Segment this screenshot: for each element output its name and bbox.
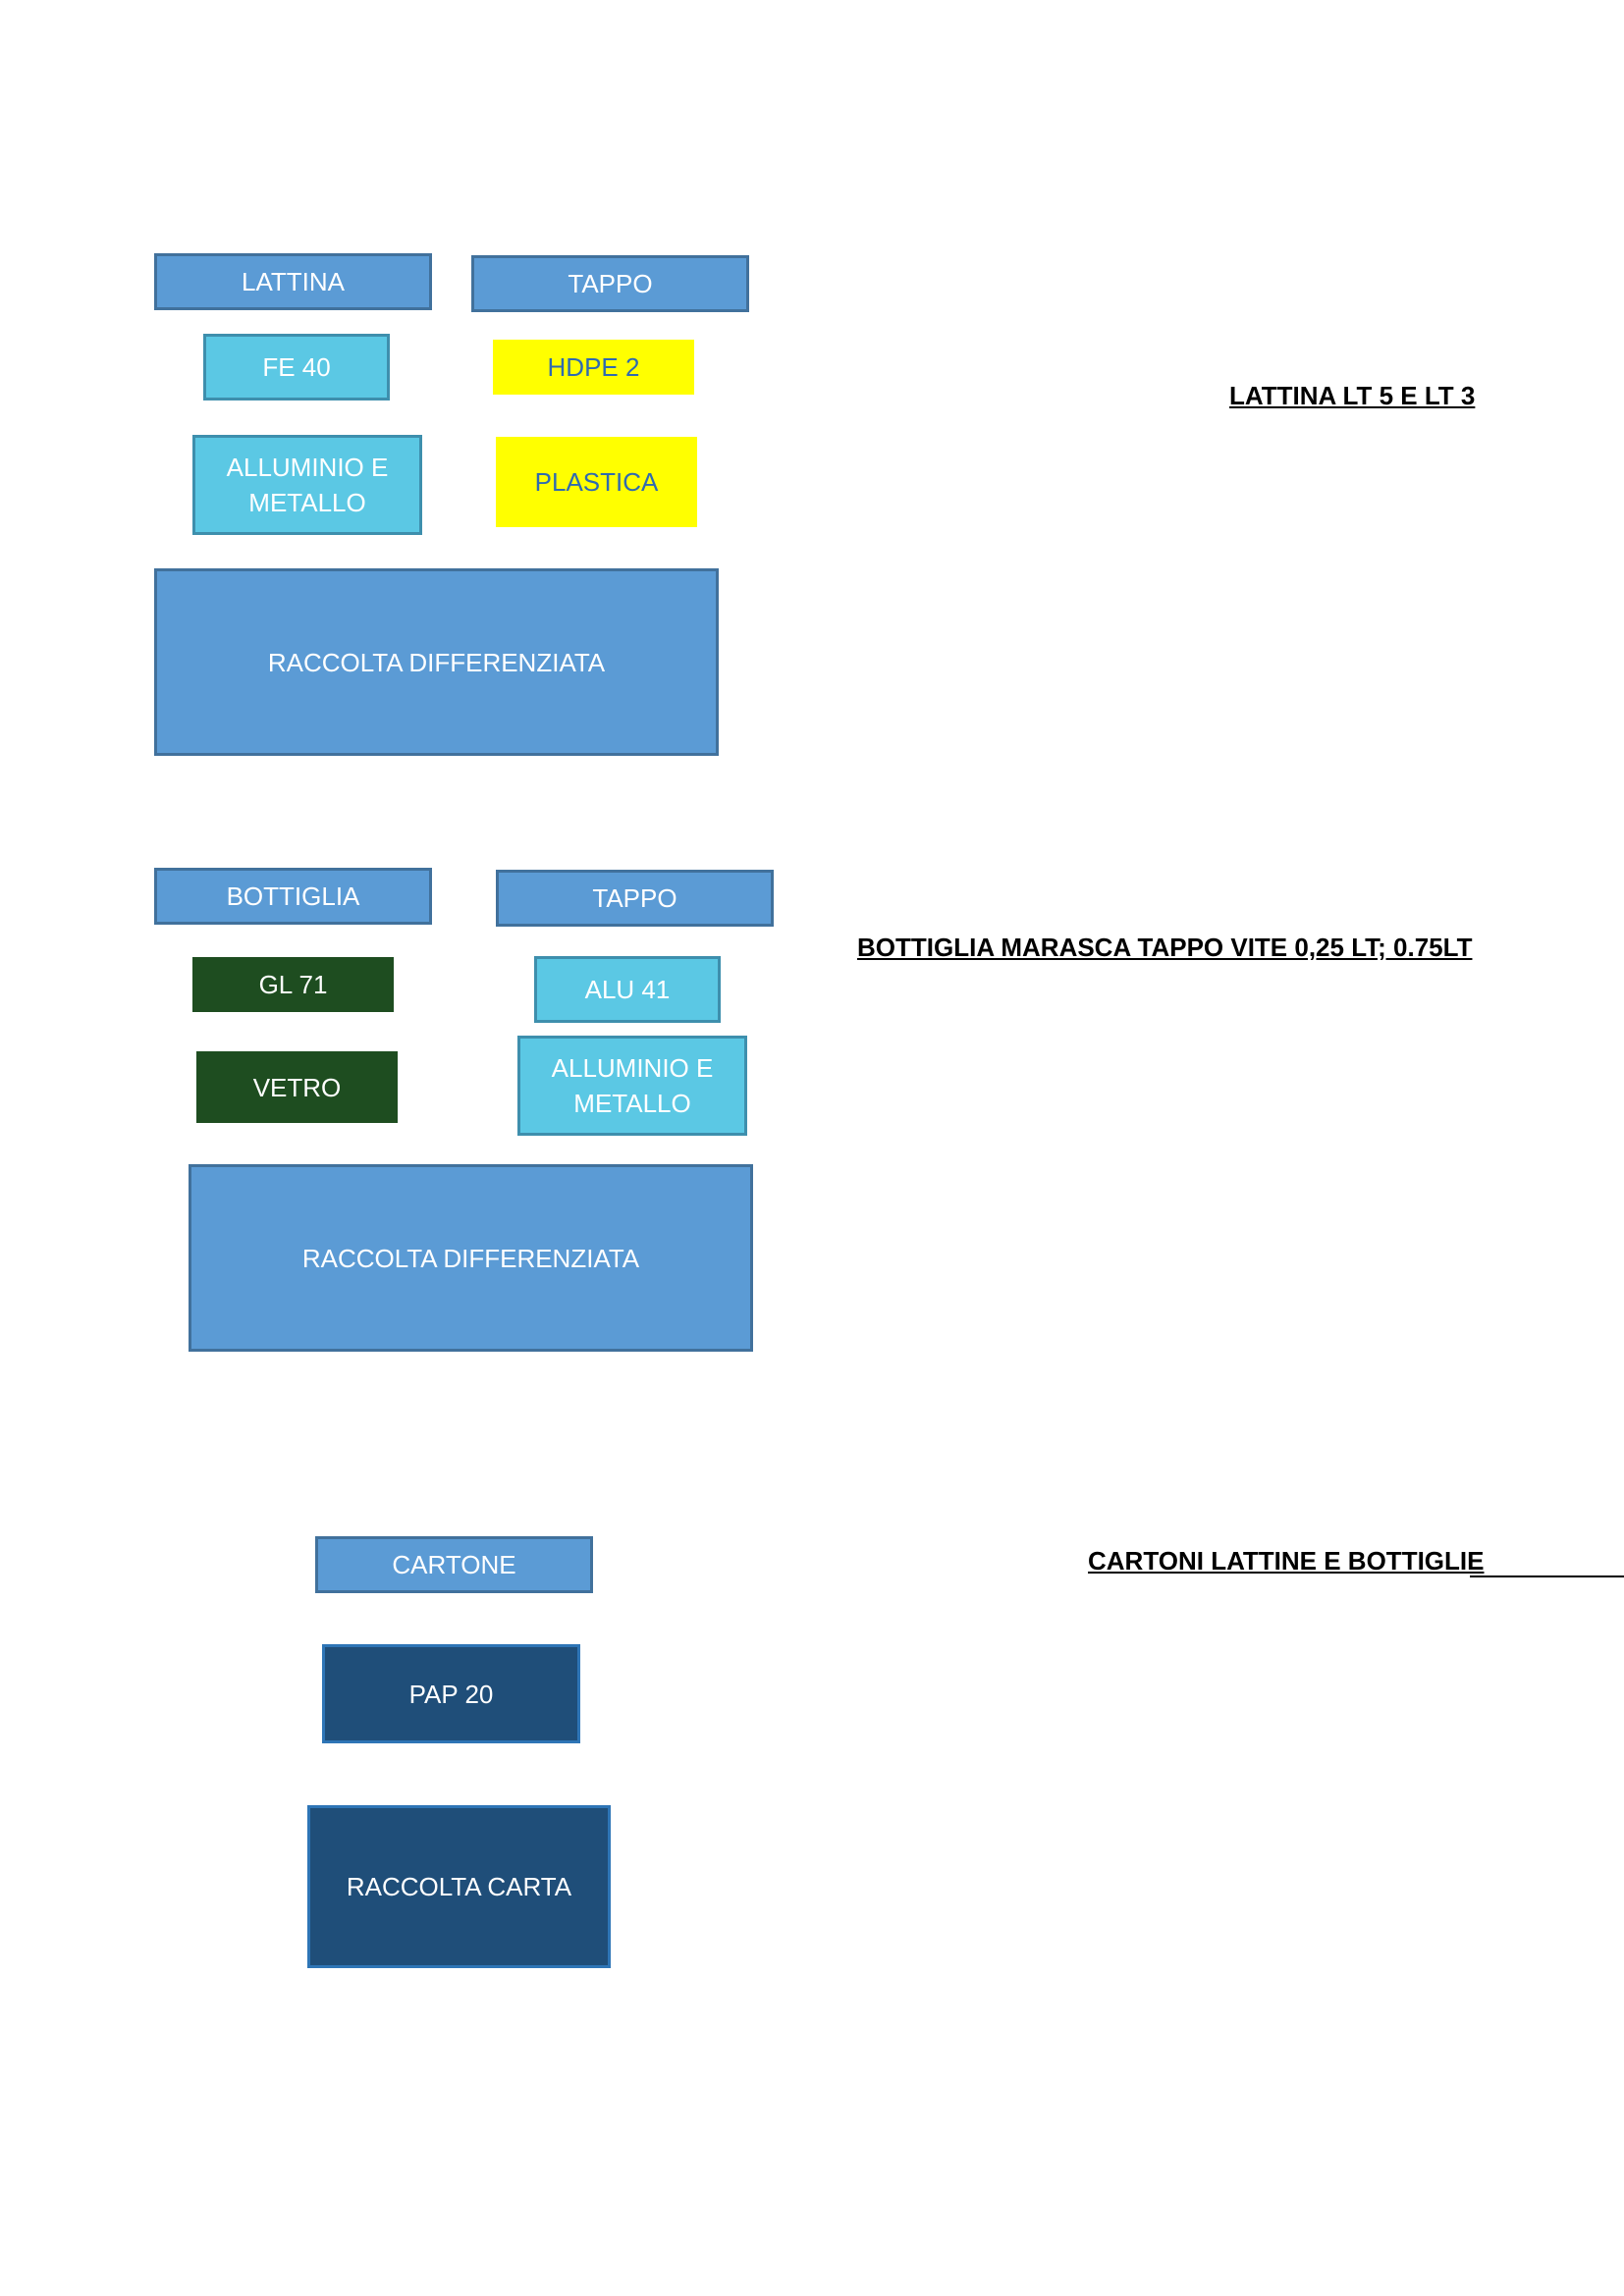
vetro-box: VETRO: [196, 1051, 398, 1123]
plastica-box: PLASTICA: [496, 437, 697, 527]
gl71-label: GL 71: [258, 970, 328, 999]
hdpe2-box: HDPE 2: [493, 340, 694, 395]
pap20-label: PAP 20: [408, 1679, 494, 1709]
bottiglia-label: BOTTIGLIA: [226, 881, 360, 911]
heading-underline-extension: [1470, 1575, 1624, 1577]
tappo-label-1: TAPPO: [568, 269, 653, 298]
tappo-box-2: TAPPO: [496, 870, 774, 927]
tappo-box-1: TAPPO: [471, 255, 749, 312]
raccolta-differenziata-box-2: RACCOLTA DIFFERENZIATA: [189, 1164, 753, 1352]
fe40-label: FE 40: [262, 352, 331, 382]
fe40-box: FE 40: [203, 334, 390, 400]
alluminio-metallo-box-1: ALLUMINIO E METALLO: [192, 435, 422, 535]
tappo-label-2: TAPPO: [592, 883, 677, 913]
section1-heading: LATTINA LT 5 E LT 3: [1229, 381, 1476, 410]
raccolta-differenziata-label-1: RACCOLTA DIFFERENZIATA: [267, 647, 606, 677]
alu41-label: ALU 41: [584, 975, 671, 1004]
hdpe2-label: HDPE 2: [547, 352, 640, 382]
cartone-label: CARTONE: [392, 1550, 516, 1579]
cartone-box: CARTONE: [315, 1536, 593, 1593]
lattina-box: LATTINA: [154, 253, 432, 310]
alluminio-metallo-label-2: ALLUMINIO E METALLO: [551, 1053, 714, 1118]
alluminio-metallo-label-1: ALLUMINIO E METALLO: [226, 453, 389, 517]
raccolta-differenziata-label-2: RACCOLTA DIFFERENZIATA: [301, 1243, 640, 1273]
plastica-label: PLASTICA: [534, 467, 659, 497]
gl71-box: GL 71: [192, 957, 394, 1012]
section3-heading: CARTONI LATTINE E BOTTIGLIE: [1088, 1546, 1485, 1575]
vetro-label: VETRO: [252, 1072, 342, 1102]
pap20-box: PAP 20: [322, 1644, 580, 1743]
alluminio-metallo-box-2: ALLUMINIO E METALLO: [517, 1036, 747, 1136]
bottiglia-box: BOTTIGLIA: [154, 868, 432, 925]
raccolta-carta-label: RACCOLTA CARTA: [346, 1872, 572, 1901]
raccolta-differenziata-box-1: RACCOLTA DIFFERENZIATA: [154, 568, 719, 756]
section2-heading: BOTTIGLIA MARASCA TAPPO VITE 0,25 LT; 0.…: [857, 933, 1473, 962]
raccolta-carta-box: RACCOLTA CARTA: [307, 1805, 611, 1968]
lattina-label: LATTINA: [242, 267, 345, 296]
alu41-box: ALU 41: [534, 956, 721, 1023]
